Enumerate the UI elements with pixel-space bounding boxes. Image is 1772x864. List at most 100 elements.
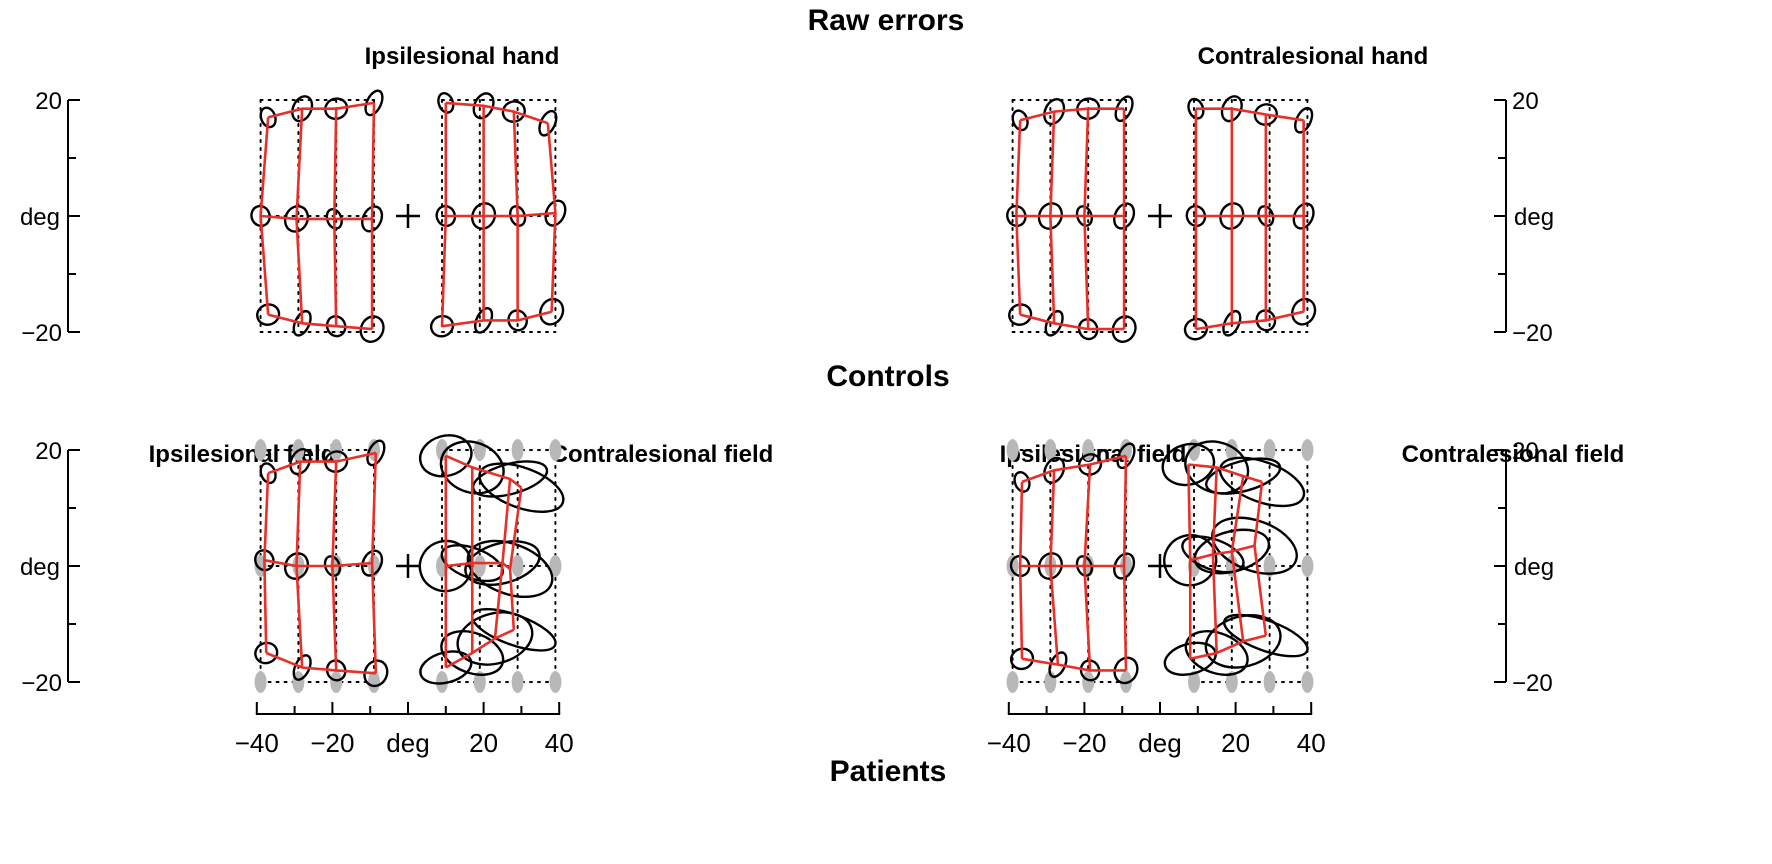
control-reference-patch	[1301, 671, 1314, 693]
measured-grid-row	[1019, 107, 1125, 122]
measured-grid-col	[1083, 108, 1090, 330]
control-reference-patch	[436, 671, 449, 693]
field-label-ipsi-left: Ipsilesional field	[149, 441, 336, 468]
measured-grid-col	[1049, 111, 1056, 324]
measured-grid-row	[1019, 313, 1125, 331]
field-left	[250, 89, 385, 343]
error-ellipse	[1181, 535, 1245, 574]
error-ellipse	[509, 205, 527, 227]
error-ellipse	[254, 549, 275, 572]
error-ellipse	[1079, 659, 1101, 682]
control-reference-patch	[473, 671, 486, 693]
error-ellipse	[1037, 202, 1063, 230]
field-right	[429, 92, 567, 338]
measured-grid-row	[264, 558, 373, 568]
measured-grid-col	[1018, 481, 1024, 659]
measured-grid-col	[1122, 455, 1128, 671]
control-reference-patch	[1263, 439, 1276, 461]
hand-label-contralesional: Contralesional hand	[1198, 43, 1429, 70]
error-ellipse	[283, 552, 310, 580]
measured-grid-row	[1188, 463, 1263, 484]
error-ellipse	[437, 92, 455, 114]
control-reference-patch	[330, 439, 343, 461]
error-ellipse	[1161, 442, 1216, 487]
error-ellipse	[325, 659, 347, 682]
field-label-contra-left: Contralesional field	[551, 441, 774, 468]
error-ellipse	[359, 315, 385, 343]
y-tick-label: −20	[21, 320, 62, 347]
measured-grid-row	[1189, 544, 1255, 562]
error-ellipse	[1220, 95, 1243, 123]
error-ellipse	[1113, 552, 1136, 580]
error-ellipse	[283, 205, 310, 233]
measured-grid-col	[440, 102, 448, 327]
measured-grid-row	[1021, 454, 1127, 484]
error-ellipse	[366, 439, 386, 467]
error-ellipse	[1009, 554, 1031, 578]
error-ellipse	[435, 204, 457, 228]
field-right	[418, 434, 565, 693]
y-tick-label: 20	[35, 438, 62, 465]
y-unit-label: deg	[1514, 204, 1554, 231]
error-ellipse	[289, 448, 312, 476]
hand-label-ipsilesional: Ipsilesional hand	[365, 43, 560, 70]
x-unit-label: deg	[386, 728, 429, 758]
error-ellipse	[325, 208, 343, 230]
measured-grid-col	[1015, 120, 1022, 315]
measured-grid-col	[512, 111, 519, 321]
error-ellipse	[254, 641, 279, 665]
measured-grid-row	[265, 651, 376, 675]
error-ellipse	[1193, 528, 1271, 575]
error-ellipse	[361, 549, 384, 577]
control-reference-patch	[511, 555, 524, 577]
y-tick-label: −20	[1512, 320, 1553, 347]
measured-grid-row	[1189, 634, 1267, 661]
control-reference-patch	[549, 439, 562, 461]
error-ellipse	[325, 315, 347, 338]
control-reference-patch	[1301, 555, 1314, 577]
control-reference-patch	[1225, 671, 1238, 693]
error-ellipse	[539, 297, 565, 326]
error-ellipse	[474, 307, 494, 334]
control-reference-patch	[367, 671, 380, 693]
control-reference-patch	[511, 671, 524, 693]
error-ellipse	[1075, 205, 1094, 227]
measured-grid-row	[267, 101, 375, 119]
panel-controls-contralesional-hand	[1006, 95, 1317, 343]
measured-grid-col	[259, 117, 270, 315]
error-ellipse	[1185, 204, 1207, 228]
error-ellipse	[1219, 202, 1245, 230]
error-ellipse	[1114, 95, 1134, 123]
error-ellipse	[1222, 309, 1242, 337]
control-reference-patch	[1263, 671, 1276, 693]
error-ellipse	[1113, 656, 1139, 685]
error-ellipse	[418, 434, 473, 478]
error-ellipse	[1291, 297, 1317, 326]
y-tick-label: −20	[21, 670, 62, 697]
measured-grid-row	[445, 561, 511, 570]
measured-grid-col	[295, 108, 304, 324]
error-ellipse	[1253, 103, 1278, 126]
x-tick-label: −20	[1062, 728, 1106, 758]
control-reference-patch	[330, 671, 343, 693]
error-ellipse	[1294, 106, 1314, 134]
y-unit-label: deg	[20, 204, 60, 231]
error-ellipse	[291, 95, 314, 123]
control-reference-patch	[1044, 439, 1057, 461]
panel-patients-contralesional-hand	[1006, 439, 1314, 693]
error-ellipse	[466, 539, 554, 598]
measured-grid-row	[441, 310, 552, 328]
x-tick-label: −40	[987, 728, 1031, 758]
measured-grid-row	[1195, 310, 1304, 331]
control-reference-patch	[1263, 555, 1276, 577]
measured-grid-row	[267, 451, 377, 475]
error-ellipse	[1222, 613, 1309, 658]
field-left	[254, 439, 389, 693]
row-label-controls: Controls	[826, 360, 949, 393]
chart-title: Raw errors	[808, 4, 965, 37]
field-right	[1183, 95, 1317, 341]
control-reference-patch	[473, 555, 486, 577]
error-ellipse	[440, 630, 505, 676]
x-tick-label: 20	[1221, 728, 1250, 758]
panel-controls-ipsilesional-hand	[250, 89, 567, 343]
